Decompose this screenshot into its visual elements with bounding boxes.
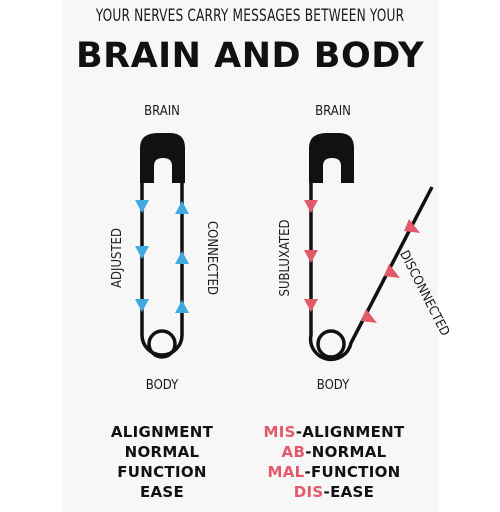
term-alignment: ALIGNMENT <box>110 423 214 441</box>
right-pin-head <box>309 133 354 183</box>
term-prefix: AB <box>281 443 306 461</box>
left-arrow-down-1 <box>135 200 149 213</box>
subluxated-label: SUBLUXATED <box>278 220 293 297</box>
term-dis-ease: DIS-EASE <box>234 482 434 502</box>
right-arrow-down-1 <box>304 200 318 213</box>
right-pin-coil <box>316 329 346 359</box>
left-safety-pin: BRAIN ADJUSTED CONNECTED BODY <box>110 104 219 393</box>
right-body-label: BODY <box>317 378 350 393</box>
right-arrow-up-2 <box>384 264 400 278</box>
adjusted-label: ADJUSTED <box>110 228 125 288</box>
right-pin-wire <box>308 180 434 362</box>
term-mal-function: MAL-FUNCTION <box>234 462 434 482</box>
poster-card <box>62 0 438 512</box>
term-prefix: MAL <box>267 463 305 481</box>
right-arrow-down-2 <box>304 250 318 263</box>
right-arrow-down-3 <box>304 299 318 312</box>
term-ab-normal: AB-NORMAL <box>234 442 434 462</box>
term-prefix: MIS <box>263 423 296 441</box>
connected-label: CONNECTED <box>204 221 219 295</box>
term-normal: NORMAL <box>124 443 200 461</box>
term-rest: -NORMAL <box>305 443 387 461</box>
left-body-label: BODY <box>146 378 179 393</box>
abnormal-terms-list: MIS-ALIGNMENT AB-NORMAL MAL-FUNCTION DIS… <box>234 422 434 502</box>
left-pin-coil <box>147 329 177 359</box>
right-arrow-up-3 <box>404 219 420 233</box>
term-rest: -EASE <box>323 483 375 501</box>
left-arrow-up-1 <box>175 201 189 214</box>
left-brain-label: BRAIN <box>144 104 180 119</box>
term-rest: -FUNCTION <box>304 463 401 481</box>
term-function: FUNCTION <box>117 463 207 481</box>
left-arrow-down-3 <box>135 299 149 312</box>
left-arrow-down-2 <box>135 246 149 259</box>
term-rest: -ALIGNMENT <box>295 423 405 441</box>
right-safety-pin: BRAIN SUBLUXATED DISCONNECTED BODY <box>278 104 452 393</box>
right-brain-label: BRAIN <box>315 104 351 119</box>
disconnected-label: DISCONNECTED <box>396 248 452 338</box>
term-mis-alignment: MIS-ALIGNMENT <box>234 422 434 442</box>
term-prefix: DIS <box>293 483 324 501</box>
left-arrow-up-2 <box>175 251 189 264</box>
right-arrow-up-1 <box>361 309 377 323</box>
left-pin-head <box>140 133 185 183</box>
poster-title: BRAIN AND BODY <box>75 36 425 76</box>
left-arrow-up-3 <box>175 300 189 313</box>
normal-terms-list: ALIGNMENT NORMAL FUNCTION EASE <box>62 422 262 502</box>
poster-subtitle: YOUR NERVES CARRY MESSAGES BETWEEN YOUR <box>95 6 405 25</box>
term-ease: EASE <box>139 483 185 501</box>
left-pin-wire <box>140 180 184 357</box>
